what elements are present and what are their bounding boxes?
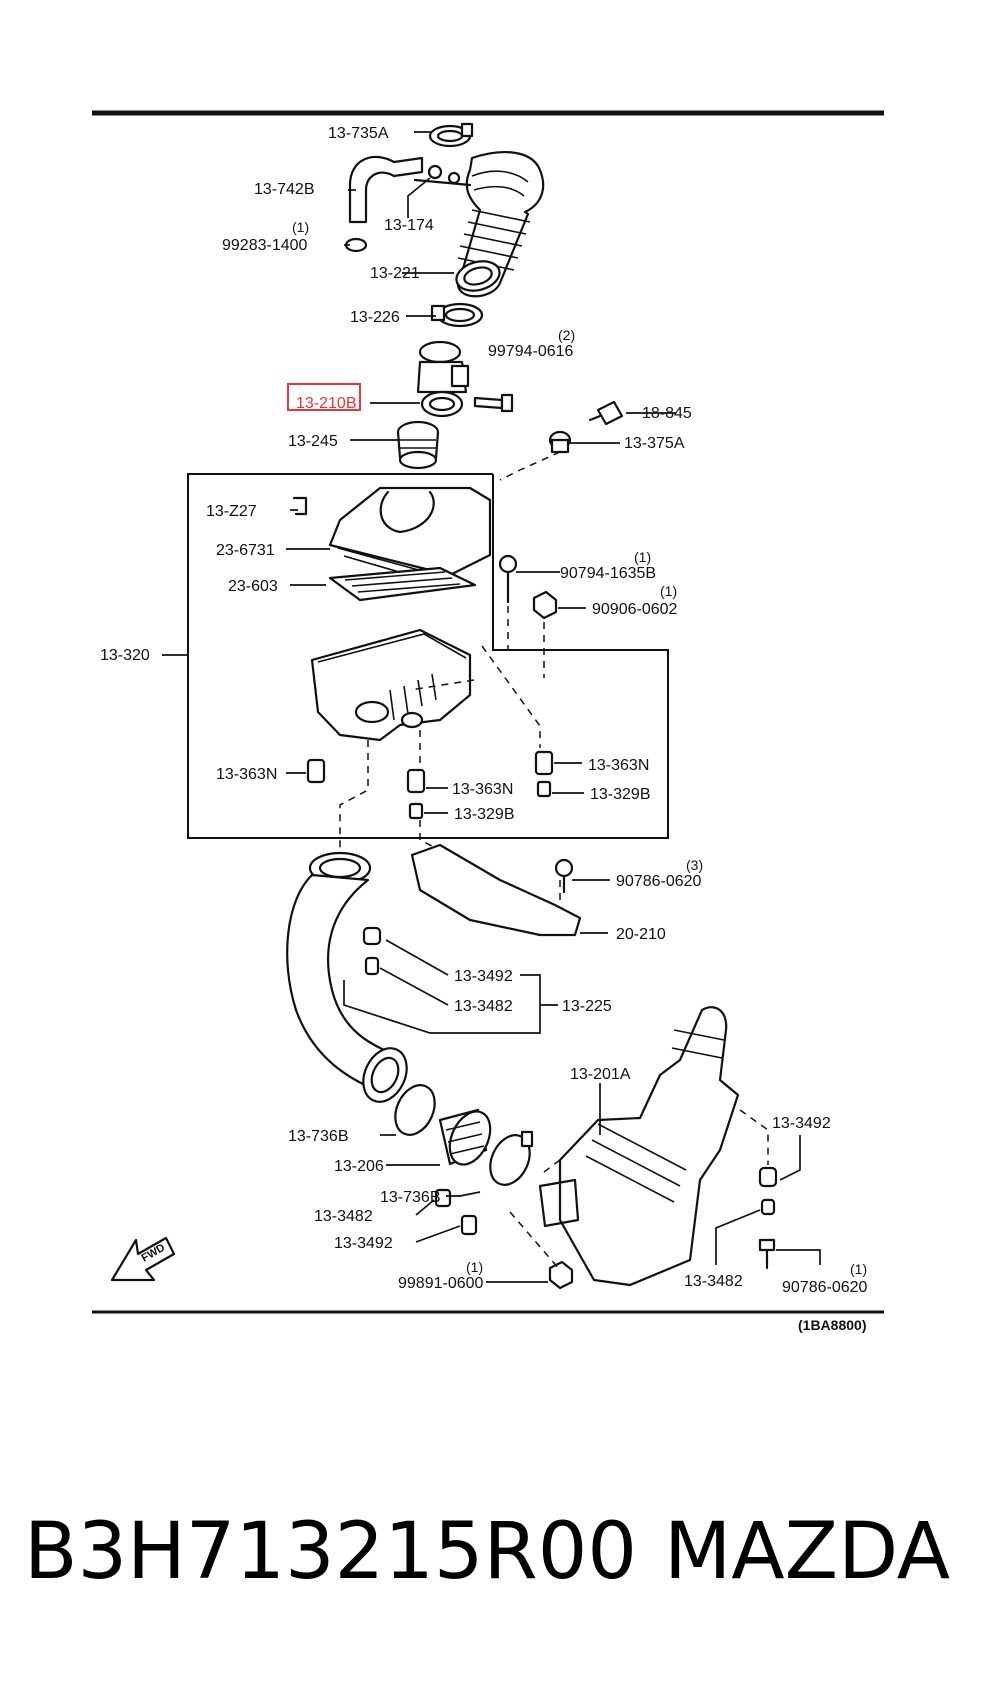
insulator-13-363N-left [306, 758, 326, 784]
resonator-case-13-201A [538, 1006, 740, 1287]
bolt-99794 [473, 393, 514, 413]
insulator-13-363N-right [534, 750, 554, 776]
bolt-13-329B-center [408, 802, 424, 820]
label-13-3492-a: 13-3492 [454, 968, 513, 985]
sensor-18-845 [588, 400, 624, 426]
bolt-90786-top [554, 858, 574, 894]
bolt-13-174 [413, 164, 472, 187]
label-13-210B: 13-210B [296, 395, 357, 412]
air-cleaner-case [310, 628, 472, 742]
label-13-735A: 13-735A [328, 125, 389, 142]
breather-hose-13-742B [348, 155, 424, 224]
highlight-box-13-210B [287, 383, 361, 411]
label-13-206: 13-206 [334, 1158, 384, 1175]
label-13-329B-center: 13-329B [454, 806, 515, 823]
leader-lines [162, 131, 821, 1283]
label-13-3492-c: 13-3492 [334, 1235, 393, 1252]
label-13-Z27: 13-Z27 [206, 503, 257, 520]
grommets-13-3492-13-3482 [362, 926, 382, 976]
qty-99891: (1) [466, 1259, 483, 1275]
label-13-736B-a: 13-736B [288, 1128, 349, 1145]
qty-99283: (1) [292, 219, 309, 235]
bolt-13-329B-right [536, 780, 552, 798]
label-13-329B-right: 13-329B [590, 786, 651, 803]
label-13-3492-b: 13-3492 [772, 1115, 831, 1132]
dash-lines-lower [509, 1109, 769, 1271]
clip-13-Z27 [292, 496, 308, 516]
filter-element-23-603 [328, 566, 477, 602]
label-13-375A: 13-375A [624, 435, 685, 452]
bracket-20-210 [410, 843, 582, 937]
qty-99794: (2) [558, 327, 575, 343]
label-13-174: 13-174 [384, 217, 434, 234]
nut-90906 [532, 590, 558, 620]
label-13-201A: 13-201A [570, 1066, 631, 1083]
label-99283-1400: 99283-1400 [222, 237, 308, 254]
duct-13-225 [286, 851, 408, 1103]
label-13-363N-left: 13-363N [216, 766, 277, 783]
qty-90786-top: (3) [686, 857, 703, 873]
label-23-6731: 23-6731 [216, 542, 275, 559]
qty-90794: (1) [634, 549, 651, 565]
label-99794-0616: 99794-0616 [488, 343, 574, 360]
label-90786-0620-top: 90786-0620 [616, 873, 702, 890]
resonator-13-206 [438, 1108, 492, 1166]
clamp-13-735A [428, 122, 474, 148]
duct-13-245 [396, 420, 440, 470]
label-13-742B: 13-742B [254, 181, 315, 198]
label-90786-0620-bottom: 90786-0620 [782, 1279, 868, 1296]
label-23-603: 23-603 [228, 578, 278, 595]
air-cleaner-cover-23-6731 [328, 486, 492, 586]
dash-lines [339, 451, 561, 900]
label-13-3482-c: 13-3482 [684, 1273, 743, 1290]
nut-99891 [548, 1260, 574, 1290]
parts-13-3482-13-3492-left [434, 1188, 478, 1236]
air-cleaner-box [187, 473, 669, 839]
airflow-meter-13-210B [416, 340, 470, 418]
label-20-210: 20-210 [616, 926, 666, 943]
label-13-225: 13-225 [562, 998, 612, 1015]
clamp-13-226 [430, 302, 484, 328]
label-99891-0600: 99891-0600 [398, 1275, 484, 1292]
label-90794-1635B: 90794-1635B [560, 565, 656, 582]
part-number: B3H713215R00 [24, 1507, 637, 1597]
label-13-320: 13-320 [100, 647, 150, 664]
qty-90906: (1) [660, 583, 677, 599]
brand-name: MAZDA [664, 1507, 951, 1597]
clamp-13-736B-upper [394, 1084, 436, 1136]
fwd-arrow-icon: FWD [110, 1236, 176, 1282]
parts-right-stack [758, 1166, 778, 1270]
label-13-245: 13-245 [288, 433, 338, 450]
caption: B3H713215R00 MAZDA [24, 1502, 974, 1602]
label-13-226: 13-226 [350, 309, 400, 326]
label-13-736B-b: 13-736B [380, 1189, 441, 1206]
qty-90786-bottom: (1) [850, 1261, 867, 1277]
label-90906-0602: 90906-0602 [592, 601, 678, 618]
grommet-13-375A [548, 430, 572, 454]
label-13-3482-a: 13-3482 [454, 998, 513, 1015]
label-13-3482-b: 13-3482 [314, 1208, 373, 1225]
bolt-90794 [498, 554, 518, 604]
label-13-363N-center: 13-363N [452, 781, 513, 798]
figure-code: (1BA8800) [798, 1317, 866, 1333]
label-18-845: 18-845 [642, 405, 692, 422]
label-13-363N-right: 13-363N [588, 757, 649, 774]
clamp-13-736B-lower [489, 1130, 534, 1186]
insulator-13-363N-center [406, 768, 426, 794]
upper-hose-13-221 [455, 151, 545, 298]
label-13-221: 13-221 [370, 265, 420, 282]
